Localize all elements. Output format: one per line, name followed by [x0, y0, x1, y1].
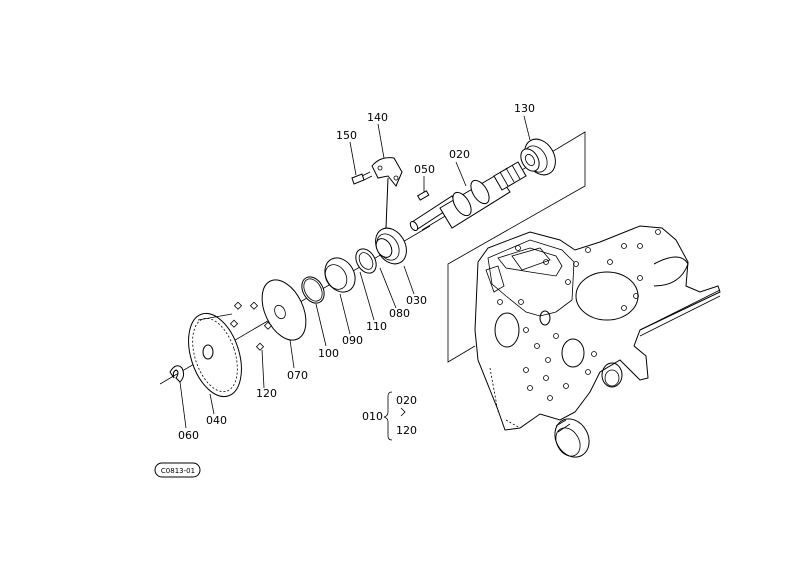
o-ring-100: [301, 276, 325, 304]
reference-stamp: C0813-01: [154, 462, 201, 478]
engine-block: [474, 225, 721, 431]
axis-frame: [421, 131, 586, 363]
assembly-range-start: 020: [396, 394, 417, 407]
label-120: 120: [256, 387, 277, 400]
range-arrow-icon: [400, 407, 406, 417]
label-130: 130: [514, 102, 535, 115]
part-labels: 130 140 150 050 020 030 080 110 090 100 …: [178, 102, 535, 442]
brace-icon: [383, 391, 393, 441]
shaft-020: [409, 161, 527, 232]
leader-lines: [179, 115, 531, 429]
assembly-ref: 010: [362, 410, 383, 423]
snap-ring-080: [355, 248, 377, 274]
sealing-plug: [554, 418, 590, 458]
bolts-120: [229, 301, 273, 351]
bearing-130: [520, 138, 556, 176]
label-080: 080: [389, 307, 410, 320]
circlip-060: [169, 365, 185, 383]
label-090: 090: [342, 334, 363, 347]
block-bolt-holes: [497, 229, 661, 401]
bolt-150: [351, 171, 373, 185]
label-070: 070: [287, 369, 308, 382]
assembly-bracket: 010 020 120: [362, 391, 417, 441]
flange-070: [261, 279, 307, 341]
bearing-030: [375, 227, 407, 265]
label-060: 060: [178, 429, 199, 442]
label-140: 140: [367, 111, 388, 124]
label-100: 100: [318, 347, 339, 360]
retainer-plate-140: [371, 157, 403, 229]
label-150: 150: [336, 129, 357, 142]
gear-040: [188, 312, 242, 398]
assembly-range-end: 120: [396, 424, 417, 437]
label-040: 040: [206, 414, 227, 427]
label-050: 050: [414, 163, 435, 176]
collar-090: [324, 257, 356, 293]
label-020: 020: [449, 148, 470, 161]
label-110: 110: [366, 320, 387, 333]
stamp-text: C0813-01: [161, 467, 195, 475]
key-050: [416, 190, 430, 201]
label-030: 030: [406, 294, 427, 307]
